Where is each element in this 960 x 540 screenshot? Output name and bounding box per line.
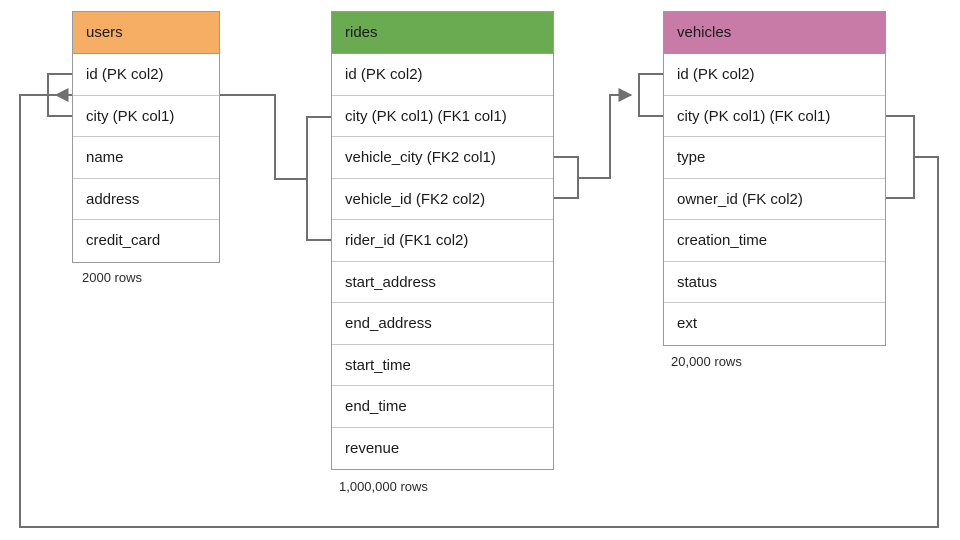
table-rides-column-end-address[interactable]: end_address bbox=[332, 303, 553, 345]
table-users-header: users bbox=[73, 12, 219, 54]
vehicles-fk-bracket bbox=[886, 115, 915, 199]
table-rides-column-id[interactable]: id (PK col2) bbox=[332, 54, 553, 96]
table-rides-column-vehicle-id[interactable]: vehicle_id (FK2 col2) bbox=[332, 178, 553, 220]
table-vehicles-column-city[interactable]: city (PK col1) (FK col1) bbox=[664, 95, 885, 137]
table-users-row-count: 2000 rows bbox=[82, 270, 142, 285]
table-vehicles-header: vehicles bbox=[664, 12, 885, 54]
table-vehicles[interactable]: vehicles id (PK col2) city (PK col1) (FK… bbox=[663, 11, 886, 346]
table-rides-row-count: 1,000,000 rows bbox=[339, 479, 428, 494]
table-rides-column-start-address[interactable]: start_address bbox=[332, 261, 553, 303]
table-rides-column-start-time[interactable]: start_time bbox=[332, 344, 553, 386]
table-rides-column-vehicle-city[interactable]: vehicle_city (FK2 col1) bbox=[332, 137, 553, 179]
table-rides[interactable]: rides id (PK col2) city (PK col1) (FK1 c… bbox=[331, 11, 554, 470]
connector-vehicles-to-users bbox=[19, 94, 939, 528]
table-users-column-name[interactable]: name bbox=[73, 137, 219, 179]
table-rides-header: rides bbox=[332, 12, 553, 54]
table-vehicles-column-type[interactable]: type bbox=[664, 137, 885, 179]
table-rides-column-city[interactable]: city (PK col1) (FK1 col1) bbox=[332, 95, 553, 137]
table-vehicles-row-count: 20,000 rows bbox=[671, 354, 742, 369]
table-rides-column-end-time[interactable]: end_time bbox=[332, 386, 553, 428]
rides-fk1-bracket bbox=[306, 116, 331, 241]
table-users-column-address[interactable]: address bbox=[73, 178, 219, 220]
table-users-column-credit-card[interactable]: credit_card bbox=[73, 220, 219, 262]
vehicles-key-bracket bbox=[638, 73, 663, 117]
connector-rides-to-vehicles bbox=[578, 88, 633, 179]
table-vehicles-column-owner-id[interactable]: owner_id (FK col2) bbox=[664, 178, 885, 220]
table-rides-column-rider-id[interactable]: rider_id (FK1 col2) bbox=[332, 220, 553, 262]
table-vehicles-column-id[interactable]: id (PK col2) bbox=[664, 54, 885, 96]
table-rides-column-revenue[interactable]: revenue bbox=[332, 427, 553, 469]
table-vehicles-column-ext[interactable]: ext bbox=[664, 303, 885, 345]
table-users[interactable]: users id (PK col2) city (PK col1) name a… bbox=[72, 11, 220, 263]
table-vehicles-column-creation-time[interactable]: creation_time bbox=[664, 220, 885, 262]
table-vehicles-column-status[interactable]: status bbox=[664, 261, 885, 303]
rides-fk2-bracket bbox=[554, 156, 579, 199]
table-users-column-city[interactable]: city (PK col1) bbox=[73, 95, 219, 137]
table-users-column-id[interactable]: id (PK col2) bbox=[73, 54, 219, 96]
